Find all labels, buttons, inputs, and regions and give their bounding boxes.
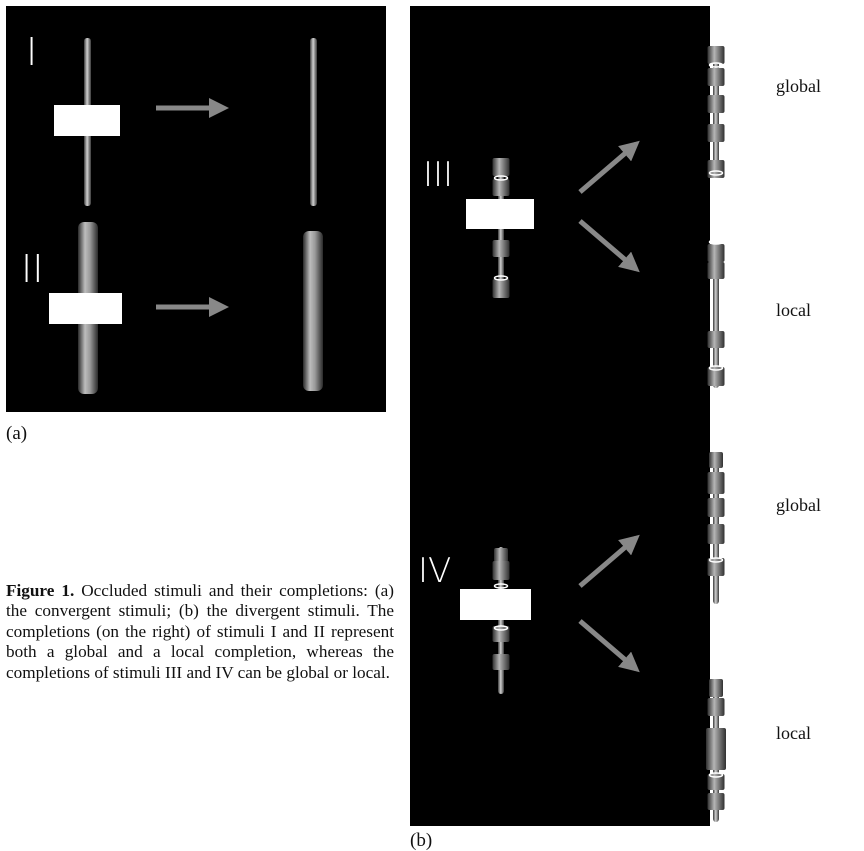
- stimulus-iii-arrow-global: [578, 140, 640, 194]
- stimulus-iii-local-completion-segment: [707, 262, 725, 279]
- caption-lead: Figure 1.: [6, 581, 75, 600]
- stimulus-iii-local-completion-ring: [708, 365, 724, 371]
- figure-caption: Figure 1. Occluded stimuli and their com…: [6, 581, 394, 683]
- stimulus-iv-global-completion-ring: [708, 557, 724, 563]
- panel-a-drawing: [78, 38, 323, 394]
- stimulus-iii-global-completion-segment: [707, 95, 725, 113]
- caption-text: Occluded stimuli and their completions: …: [6, 581, 394, 682]
- stimulus-iv-arrow-local: [578, 619, 640, 673]
- stimulus-iv-arrow-global: [578, 534, 640, 588]
- stimulus-iii-arrow-local: [578, 219, 640, 273]
- stimulus-iii-segment: [492, 179, 510, 196]
- stimulus-iii-segment: [492, 279, 510, 298]
- stimulus-iii-ring: [493, 175, 509, 181]
- stimulus-iv-label: IV: [418, 551, 452, 591]
- stimulus-iii-ring: [493, 275, 509, 281]
- stimulus-ii-occluder: [49, 293, 122, 324]
- stimulus-iii-occluder: [466, 199, 534, 229]
- panel-b-drawing: [492, 46, 726, 822]
- stimulus-iii-global-completion-segment: [707, 68, 725, 86]
- stimulus-iv-occluder: [460, 589, 531, 620]
- stimulus-i-occluder: [54, 105, 120, 136]
- stimulus-iv-global-completion-segment: [707, 524, 725, 544]
- stimulus-i-completion: [310, 38, 317, 206]
- stimulus-iv-local-completion-segment: [707, 793, 725, 810]
- stimulus-iv-segment: [492, 561, 510, 580]
- stimulus-iv-ring: [493, 625, 509, 631]
- stimulus-iii-local-completion-segment: [707, 331, 725, 348]
- stimulus-iv-global-completion-segment: [707, 472, 725, 494]
- stimulus-iv-local-completion-segment: [709, 679, 723, 697]
- stimulus-iii-local-completion-segment: [707, 244, 725, 262]
- stimulus-iv-segment: [494, 548, 508, 562]
- stimulus-i-label: I: [26, 30, 38, 74]
- stimulus-ii-label: II: [21, 247, 44, 291]
- stimulus-iii-label: III: [423, 155, 454, 195]
- stimulus-iv-ring: [493, 583, 509, 589]
- stimulus-iv-local-completion-ring: [708, 772, 724, 778]
- stimulus-iii-global-completion-ring: [708, 170, 724, 176]
- stimulus-iii-local-completion-ring: [708, 239, 724, 245]
- stimulus-iii-global-completion-segment: [707, 46, 725, 64]
- stimulus-iv-global-completion-segment: [707, 558, 725, 576]
- panel-b-image: III IV: [410, 6, 726, 826]
- stimulus-ii-completion: [303, 231, 323, 391]
- stimulus-iii-global-completion-segment: [707, 124, 725, 142]
- stimulus-iv-local-completion-segment: [706, 728, 726, 770]
- panel-a-image: I II: [6, 6, 386, 412]
- stimulus-iii-global-completion-ring: [708, 62, 724, 68]
- stimulus-iii-global-completion-segment: [707, 160, 725, 178]
- stimulus-iii-local-completion-shaft: [713, 244, 719, 388]
- stimulus-iii-segment: [492, 240, 510, 257]
- completion-label-iii-local: local: [776, 300, 811, 320]
- stimulus-iv-local-completion-segment: [707, 774, 725, 790]
- stimulus-iv-segment: [492, 654, 510, 670]
- completion-label-iii-global: global: [776, 76, 821, 96]
- completion-label-iv-global: global: [776, 495, 821, 515]
- stimulus-iii-local-completion-segment: [707, 367, 725, 386]
- stimulus-iii-segment: [492, 158, 510, 176]
- stimulus-iv-local-completion-segment: [707, 698, 725, 716]
- completion-label-iv-local: local: [776, 723, 811, 743]
- stimulus-iv-global-completion-segment: [707, 498, 725, 517]
- panel-b-label: (b): [410, 830, 433, 851]
- panel-a-label: (a): [6, 423, 28, 444]
- stimulus-iv-global-completion-segment: [709, 452, 723, 468]
